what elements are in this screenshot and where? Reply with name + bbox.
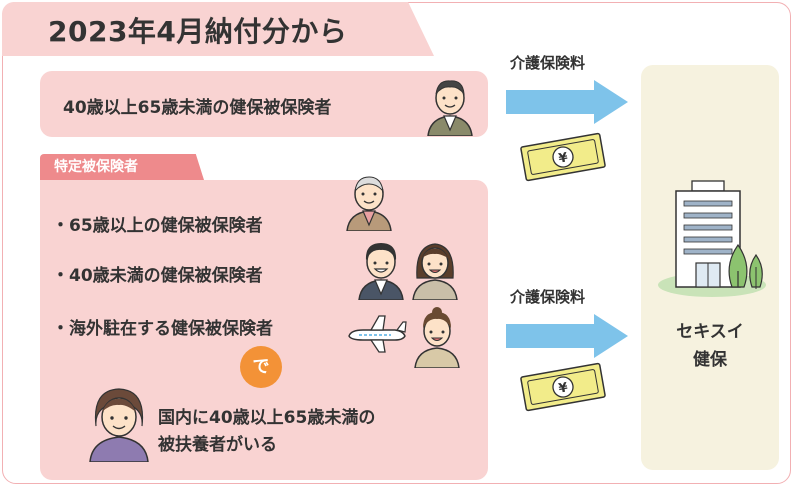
middle-aged-man-icon: [427, 80, 473, 136]
office-building-icon: [658, 180, 766, 297]
item-under-40: ・40歳未満の健保被保険者: [52, 266, 263, 286]
page-title: 2023年4月納付分から: [48, 15, 348, 48]
airplane-icon: [348, 315, 407, 353]
destination-name-line-2: 健保: [693, 350, 727, 370]
dependent-line-1: 国内に40歳以上65歳未満の: [158, 408, 376, 428]
elderly-man-icon: [346, 176, 392, 231]
destination-name-line-1: セキスイ: [676, 322, 744, 342]
item-65-and-over: ・65歳以上の健保被保険者: [52, 216, 263, 236]
arrow-right-icon: [506, 314, 628, 358]
woman-headset-icon: [414, 307, 460, 368]
yen-symbol: ¥: [558, 150, 570, 166]
arrow-right-icon: [506, 80, 628, 124]
insured-40-64-box: [40, 71, 488, 137]
money-bill-icon: ¥: [520, 362, 606, 412]
dependent-condition-text: 国内に40歳以上65歳未満の 被扶養者がいる: [158, 405, 375, 459]
money-bill-icon: ¥: [520, 132, 606, 182]
insured-40-64-label: 40歳以上65歳未満の健保被保険者: [63, 98, 332, 118]
flow-label-top: 介護保険料: [510, 54, 586, 72]
item-overseas: ・海外駐在する健保被保険者: [52, 319, 273, 339]
yen-symbol: ¥: [558, 380, 570, 396]
header-tab: [2, 2, 434, 56]
dependent-line-2: 被扶養者がいる: [158, 435, 277, 455]
young-man-icon: [358, 243, 404, 300]
elderly-woman-icon: [89, 388, 149, 462]
destination-name: セキスイ 健保: [641, 318, 779, 374]
flow-label-bottom: 介護保険料: [510, 288, 586, 306]
specified-insured-badge: 特定被保険者: [40, 154, 204, 180]
young-woman-icon: [412, 243, 458, 300]
connector-circle: で: [240, 346, 282, 388]
